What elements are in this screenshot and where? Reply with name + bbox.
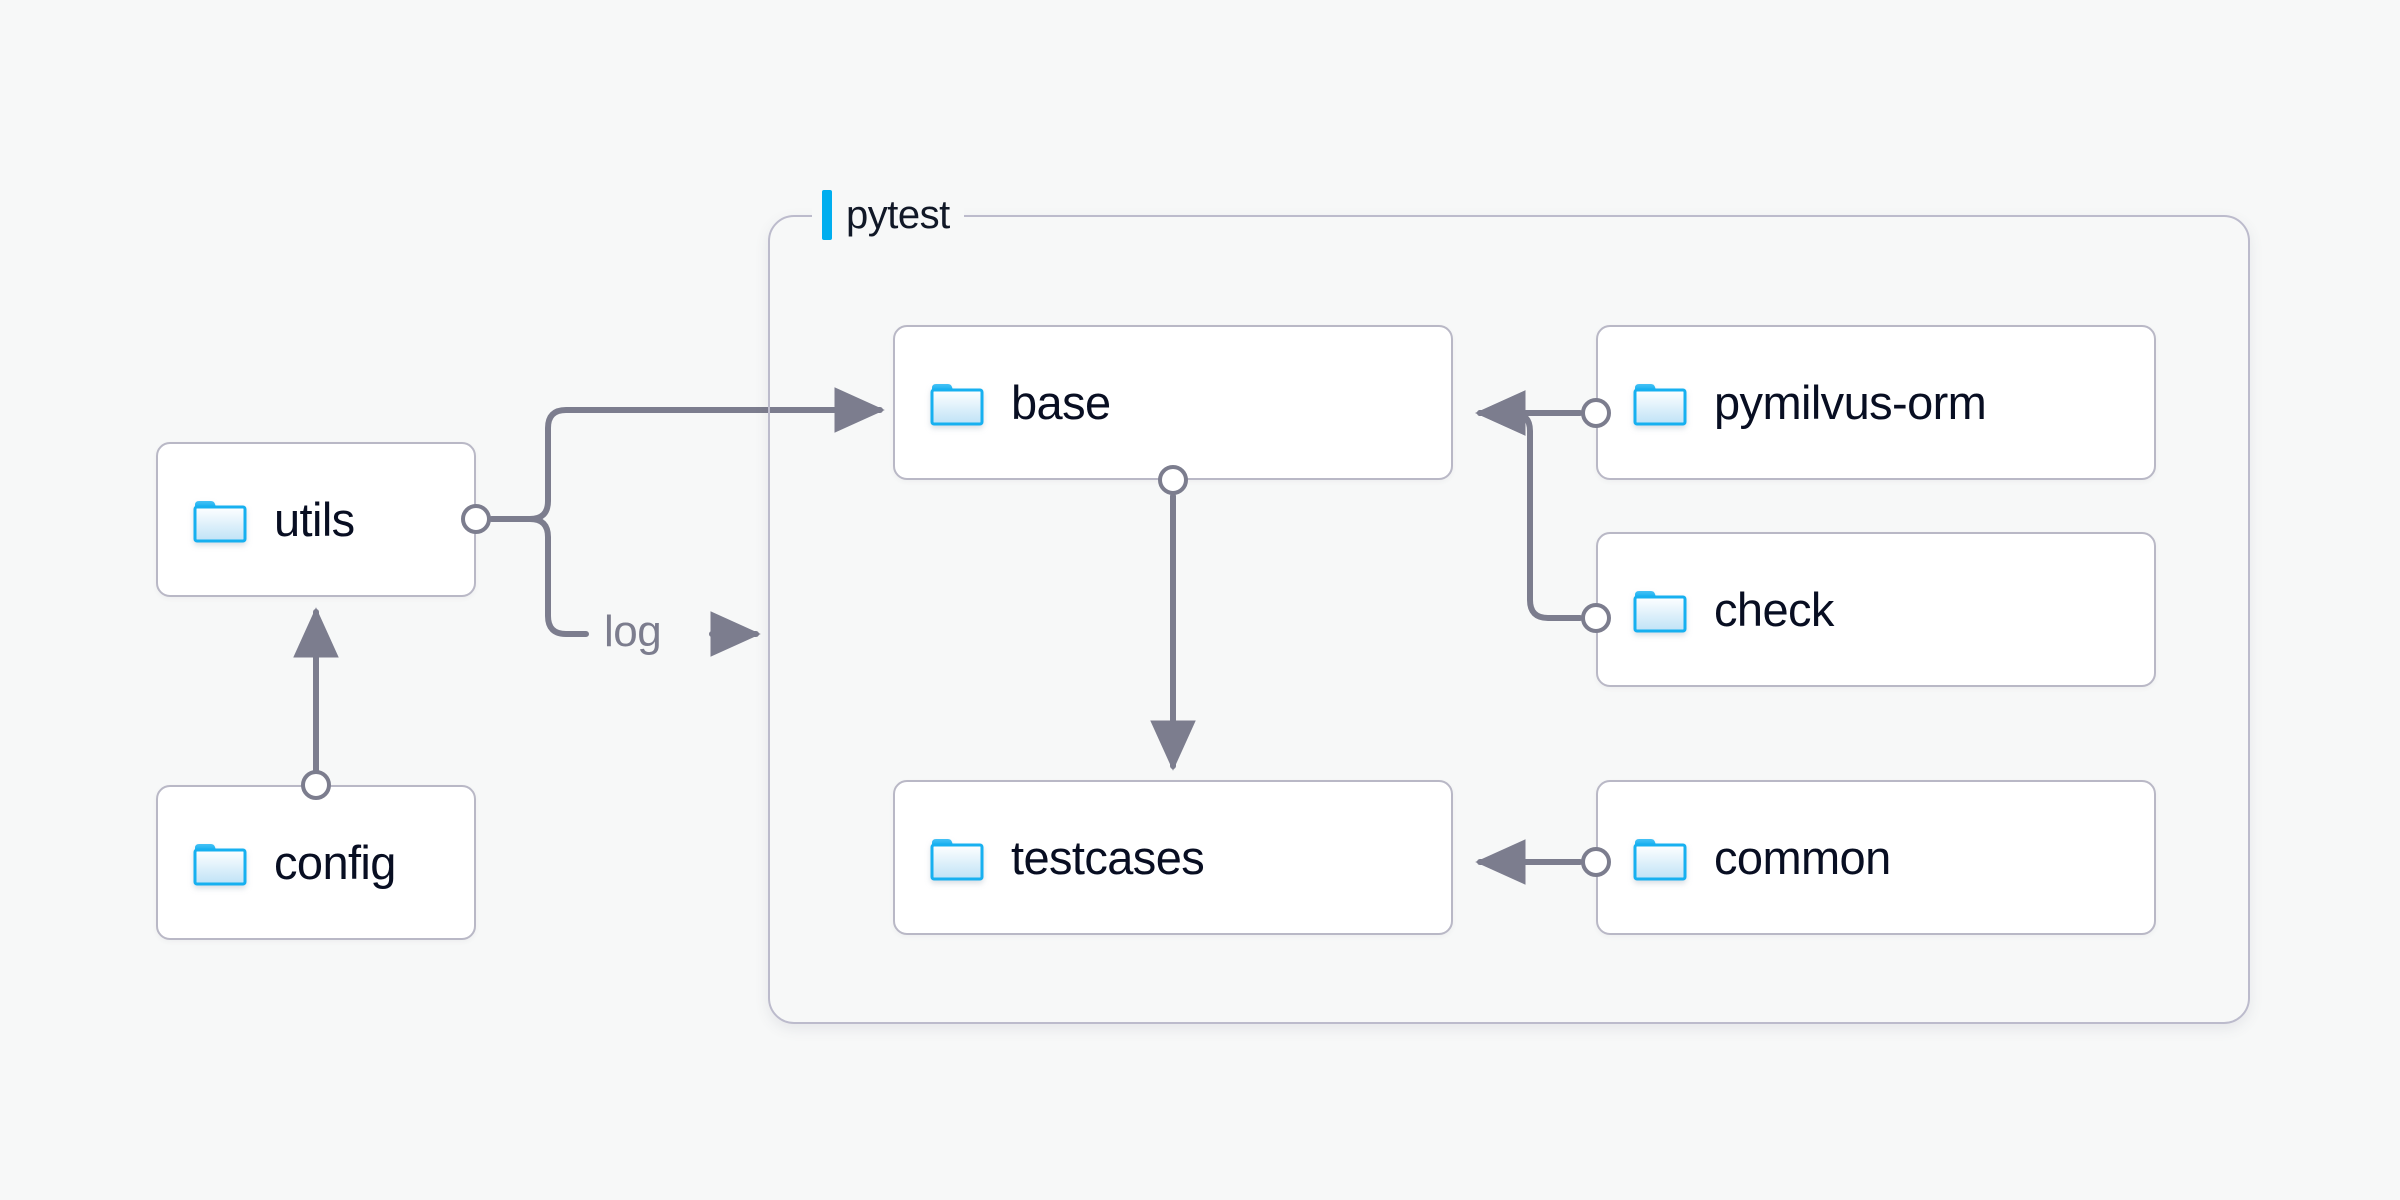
folder-icon — [929, 379, 985, 427]
port-check-left[interactable] — [1581, 603, 1611, 633]
port-base-bottom[interactable] — [1158, 465, 1188, 495]
port-config-top[interactable] — [301, 770, 331, 800]
node-pymilvus-orm-label: pymilvus-orm — [1714, 376, 1987, 429]
folder-icon — [1632, 379, 1688, 427]
node-check-label: check — [1714, 583, 1834, 636]
node-testcases-label: testcases — [1011, 831, 1205, 884]
node-base-label: base — [1011, 376, 1111, 429]
folder-icon — [192, 839, 248, 887]
node-config-label: config — [274, 836, 396, 889]
group-pytest-label[interactable]: pytest — [812, 187, 964, 243]
edge-path-utils-to-log — [489, 516, 589, 637]
accent-bar-icon — [822, 190, 832, 240]
folder-icon — [929, 834, 985, 882]
port-common-left[interactable] — [1581, 847, 1611, 877]
folder-icon — [192, 496, 248, 544]
group-pytest[interactable] — [768, 215, 2250, 1024]
node-check[interactable]: check — [1596, 532, 2156, 687]
node-common-label: common — [1714, 831, 1891, 884]
node-base[interactable]: base — [893, 325, 1453, 480]
port-pymilvus-orm-left[interactable] — [1581, 398, 1611, 428]
folder-icon — [1632, 834, 1688, 882]
node-utils[interactable]: utils — [156, 442, 476, 597]
folder-icon — [1632, 586, 1688, 634]
node-common[interactable]: common — [1596, 780, 2156, 935]
group-pytest-label-text: pytest — [846, 193, 950, 237]
node-pymilvus-orm[interactable]: pymilvus-orm — [1596, 325, 2156, 480]
node-testcases[interactable]: testcases — [893, 780, 1453, 935]
node-config[interactable]: config — [156, 785, 476, 940]
port-utils-right[interactable] — [461, 504, 491, 534]
node-utils-label: utils — [274, 493, 355, 546]
edge-label-log: log — [604, 607, 662, 656]
